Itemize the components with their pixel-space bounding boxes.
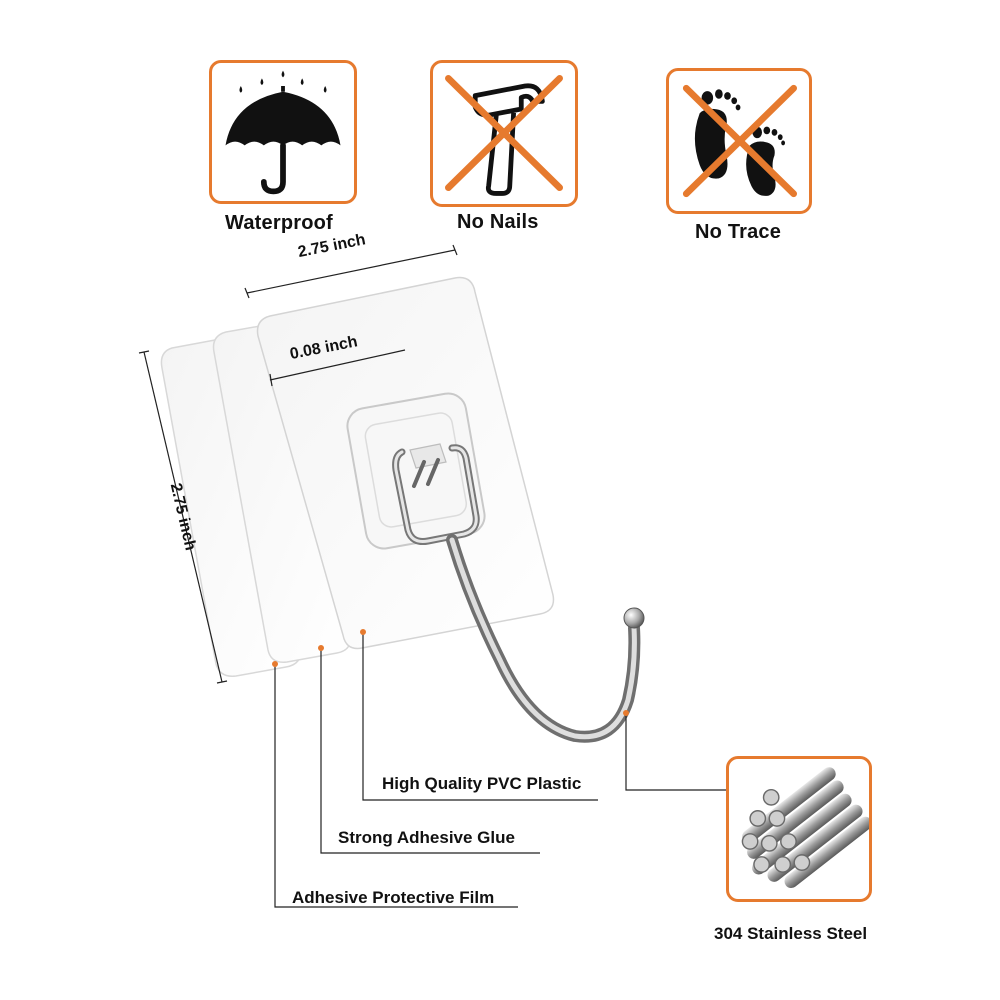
crossed-hammer-icon: [445, 74, 563, 196]
waterproof-badge: [209, 60, 357, 204]
hook-wire-loop: [392, 444, 480, 545]
stainless-steel-caption: 304 Stainless Steel: [714, 924, 868, 943]
no-nails-badge: [430, 60, 578, 207]
crossed-footprints-icon: [682, 84, 798, 198]
protective-film-label: Adhesive Protective Film: [292, 888, 495, 907]
dimension-lines: [138, 244, 458, 684]
pvc-plastic-label: High Quality PVC Plastic: [382, 774, 582, 793]
no-nails-caption: No Nails: [457, 211, 539, 233]
waterproof-caption: Waterproof: [225, 212, 333, 234]
no-trace-caption: No Trace: [695, 221, 782, 239]
umbrella-icon: [225, 70, 341, 195]
leader-dots: [272, 629, 629, 716]
adhesive-glue-label: Strong Adhesive Glue: [338, 828, 515, 847]
leader-lines: [274, 632, 730, 908]
hook-arm: [446, 534, 645, 743]
no-trace-badge: [666, 68, 812, 214]
steel-rods-icon: [741, 767, 869, 889]
stainless-steel-badge: [726, 756, 872, 902]
